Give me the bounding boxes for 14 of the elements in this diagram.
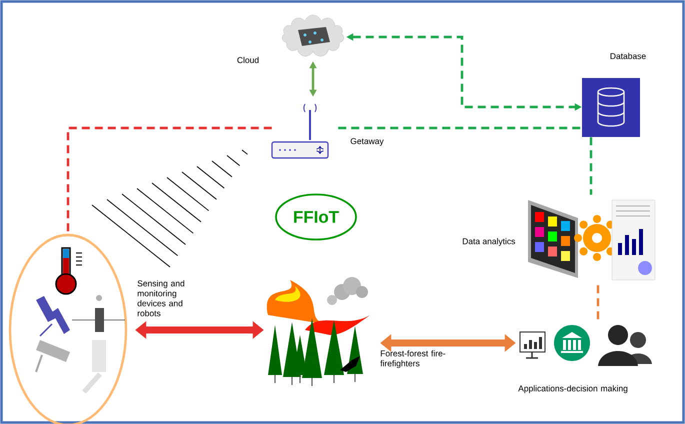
node-caption: Database — [610, 52, 646, 60]
sensor-devices-drawing — [8, 234, 128, 424]
node-caption: Getaway — [350, 138, 384, 146]
data-analytics-drawing — [528, 200, 656, 280]
decision-makers-drawing — [520, 325, 652, 366]
node-caption: Data analytics — [462, 238, 516, 246]
router-drawing — [271, 104, 329, 159]
cloud-drawing — [282, 14, 344, 56]
forest-fire-drawing — [266, 277, 370, 386]
node-caption: Sensing and monitoring devices and robots — [138, 280, 184, 316]
node-caption: Cloud — [237, 56, 259, 64]
node-caption: Forest-forest fire-firefighters — [380, 350, 446, 368]
node-caption: Applications-decision making — [518, 385, 628, 394]
database-icon — [582, 78, 640, 137]
